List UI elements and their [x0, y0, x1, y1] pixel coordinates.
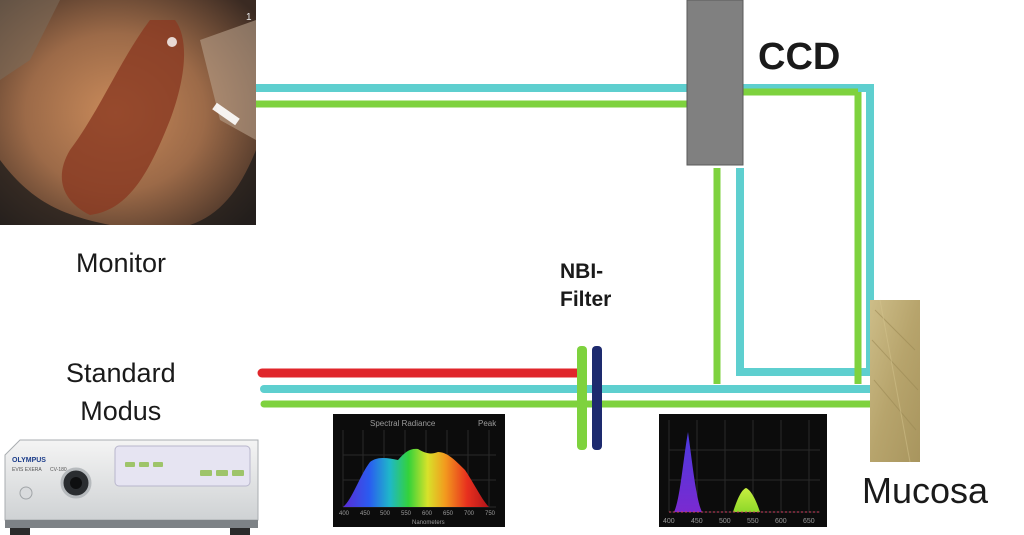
spectrum-left-tick: 700 [464, 511, 475, 517]
spectrum-right-tick: 500 [719, 518, 731, 525]
olympus-processor: OLYMPUS EVIS EXERA CV-180 [4, 439, 259, 535]
spectrum-left-tick: 750 [485, 511, 496, 517]
spectrum-title: Spectral Radiance [370, 419, 436, 428]
monitor-image [0, 0, 256, 225]
standard-mode-label: Standard Modus [66, 354, 176, 430]
spectrum-xaxis-label: Nanometers [412, 520, 445, 526]
spectrum-right-tick: 650 [803, 518, 815, 525]
nbi-label-line1: NBI- [560, 260, 604, 283]
spectrum-right-tick: 400 [663, 518, 675, 525]
mucosa-block [870, 299, 920, 463]
return-cyan-beam [736, 84, 874, 376]
processor-brand: OLYMPUS [12, 457, 46, 464]
spectrum-left-tick: 400 [339, 511, 350, 517]
spectrum-title-right: Peak [478, 419, 497, 428]
ccd-sensor [686, 0, 744, 166]
monitor-corner-number: 1 [246, 12, 252, 23]
standard-label-line1: Standard [66, 358, 176, 388]
nbi-filter-green [577, 346, 587, 450]
spectrum-right-tick: 450 [691, 518, 703, 525]
spectrum-right-tick: 550 [747, 518, 759, 525]
spectrum-left-tick: 550 [401, 511, 412, 517]
spectrum-left-tick: 650 [443, 511, 454, 517]
processor-model: EVIS EXERA [12, 467, 42, 473]
broadband-spectrum-curve [343, 448, 489, 507]
processor-sub: CV-180 [50, 467, 67, 473]
monitor-label: Monitor [76, 248, 167, 278]
nbi-filter-label: NBI- Filter [560, 258, 611, 314]
spectrum-right-tick: 600 [775, 518, 787, 525]
ccd-label: CCD [758, 36, 841, 78]
spectrum-nbi: 400 450 500 550 600 650 [659, 414, 827, 527]
spectrum-left-tick: 450 [360, 511, 371, 517]
spectrum-left-tick: 600 [422, 511, 433, 517]
spectrum-broadband: Spectral Radiance Peak Nanometers 400 45… [333, 414, 505, 527]
nbi-label-line2: Filter [560, 288, 612, 311]
nbi-blue-peak [674, 432, 702, 512]
nbi-filter-navy [592, 346, 602, 450]
mucosa-label: Mucosa [862, 470, 989, 511]
nbi-green-peak [733, 488, 760, 512]
spectrum-left-tick: 500 [380, 511, 391, 517]
standard-label-line2: Modus [80, 396, 162, 426]
